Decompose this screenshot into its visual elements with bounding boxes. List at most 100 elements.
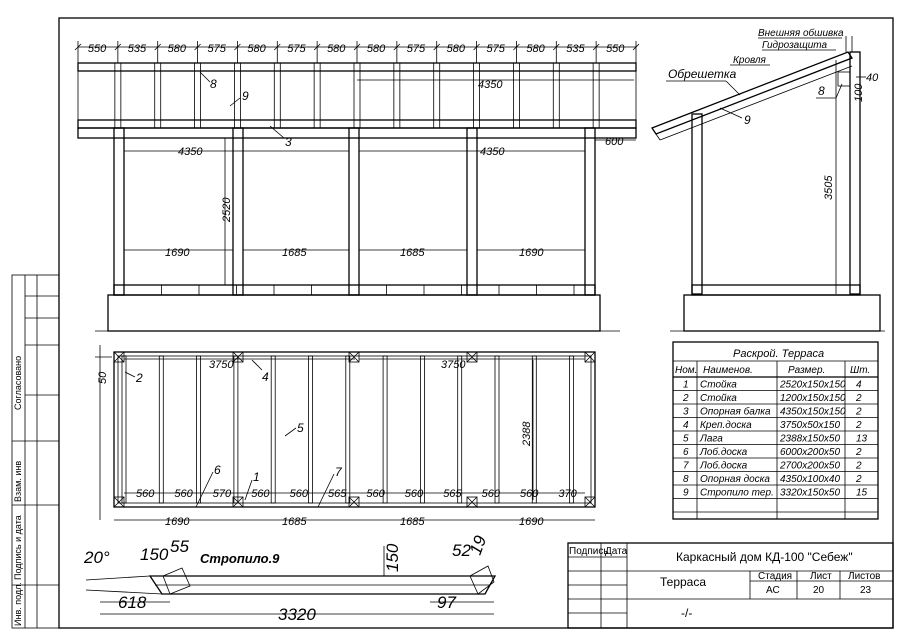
roof-span-dim: 4350 [478,79,503,91]
front-bay-1: 1690 [165,247,190,259]
roof-top-dim: 580 [447,43,466,55]
cut-table-cell: 4350х150х150 [780,407,846,418]
callout-8-roof: 8 [210,77,217,91]
stamp-project: Каркасный дом КД-100 "Себеж" [676,550,853,564]
cut-table-cell: 2520х150х150 [779,380,846,391]
plan-dim-50: 50 [97,371,109,384]
rafter-55: 55 [170,537,189,556]
cut-table-cell: Стойка [700,380,737,391]
roof-top-dim: 580 [526,43,545,55]
roof-top-dim: 535 [128,43,147,55]
cut-table-cell: 4 [856,380,862,391]
front-view: 4350 4350 600 2520 1690 1685 1685 1690 [77,127,637,332]
rafter-97: 97 [437,593,456,612]
cut-table-cell: 15 [856,488,868,499]
stamp-sheet-name: Терраса [660,575,706,589]
callout-9-roof: 9 [242,89,249,103]
cut-table-h-num: Ном. [675,365,697,376]
cut-table-cell: Лоб.доска [699,460,748,472]
plan-inner-dim: 570 [213,488,232,500]
plan-inner-dim: 560 [251,488,270,500]
stamp-listov: 23 [860,585,872,596]
plan-top-left: 3750 [209,359,234,371]
cut-table-cell: 6 [683,447,689,458]
front-height: 2520 [221,197,233,223]
plan-inner-dim: 560 [290,488,309,500]
rafter-52: 52 [452,541,471,560]
plan-inner-dim: 565 [328,488,347,500]
side-label-podpis-data: Подпись и дата [13,515,23,580]
front-dim-left: 4350 [178,146,203,158]
plan-bay-2: 1685 [282,516,307,528]
roof-top-dim: 575 [487,43,506,55]
roof-top-dim: 580 [327,43,346,55]
cut-table-cell: 2 [855,474,862,485]
plan-inner-dim: 565 [443,488,462,500]
cut-table: Раскрой. Терраса Ном. Наименов. Размер. … [672,341,879,520]
plan-inner-dim: 560 [405,488,424,500]
rafter-title: Стропило.9 [200,551,280,566]
rafter-angle: 20° [83,548,110,567]
plan-inner-dim: 560 [520,488,539,500]
cut-table-cell: 9 [683,488,689,499]
roof-top-dim: 550 [88,43,107,55]
callout-2: 2 [135,371,143,385]
stamp-note: -/- [681,606,692,620]
label-lathing: Обрешетка [668,67,737,81]
callout-1: 1 [253,470,260,484]
callout-3-roof: 3 [285,135,292,149]
cut-table-cell: 1200х150х150 [780,393,846,404]
cut-table-cell: 6000х200х50 [780,447,840,458]
plan-depth: 2388 [521,421,533,447]
roof-top-dim: 580 [247,43,266,55]
cut-table-cell: 5 [683,434,689,445]
rafter-618: 618 [118,593,147,612]
callout-5: 5 [297,421,304,435]
dim-100: 100 [853,83,865,102]
cut-table-cell: 3750х50х150 [780,420,840,431]
cut-table-h-qty: Шт. [850,365,870,376]
callout-8-section: 8 [818,84,825,98]
side-section: Внешняя обшивка Гидрозащита Кровля Обреш… [651,27,885,332]
side-label-soglasovano: Согласовано [13,356,23,410]
stamp-stadia: АС [766,585,780,596]
stamp-list: 20 [813,585,825,596]
roof-top-dim: 580 [168,43,187,55]
stamp-list-h: Лист [810,571,832,582]
front-dim-right: 4350 [480,146,505,158]
roof-top-dim: 580 [367,43,386,55]
label-waterproof: Гидрозащита [762,40,827,51]
stamp-data: Дата [605,546,628,557]
cut-table-cell: 4350х100х40 [780,474,840,485]
front-overhang: 600 [605,136,624,148]
stamp-podpis: Подпись [569,546,609,557]
cut-table-cell: 7 [683,461,689,472]
side-label-inv-podl: Инв. подл. [13,582,23,626]
callout-9-section: 9 [744,113,751,127]
side-label-vzam-inv: Взам. инв [13,461,23,502]
cut-table-cell: Опорная доска [700,474,770,485]
label-outer-sheathing: Внешняя обшивка [758,27,844,39]
title-stamp: Подпись Дата Каркасный дом КД-100 "Себеж… [567,542,894,629]
roof-top-dim: 575 [208,43,227,55]
front-bay-2: 1685 [282,247,307,259]
callout-4: 4 [262,370,269,384]
stamp-stadia-h: Стадия [758,571,792,582]
cut-table-cell: Лага [699,434,723,445]
plan-inner-dim: 370 [558,488,577,500]
cut-table-cell: 2 [682,393,689,404]
roof-top-dim: 575 [287,43,306,55]
roof-top-dim: 535 [566,43,585,55]
cut-table-cell: Опорная балка [700,406,771,418]
side-stamp: Согласовано Взам. инв Подпись и дата Инв… [11,274,60,629]
cut-table-cell: 4 [683,420,689,431]
plan-inner-dim: 560 [136,488,155,500]
cut-table-cell: Стойка [700,393,737,404]
plan-top-right: 3750 [441,359,466,371]
plan-inner-dim: 560 [174,488,193,500]
callout-7: 7 [335,465,343,479]
dim-40: 40 [866,72,879,84]
cut-table-h-name: Наименов. [703,365,753,376]
